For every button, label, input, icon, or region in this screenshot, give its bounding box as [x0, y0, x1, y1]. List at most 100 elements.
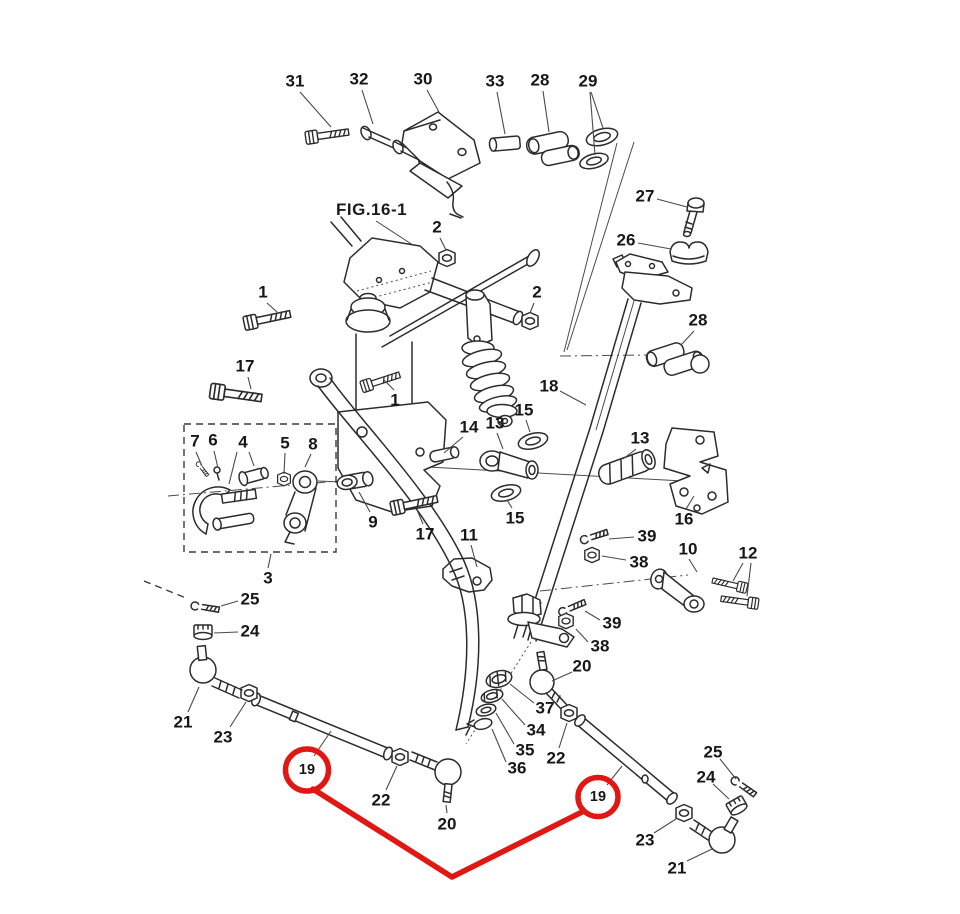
part-label-23a: 23: [214, 728, 233, 747]
part-39-pin-lower: [556, 598, 588, 618]
leader-line-27: [656, 198, 688, 208]
leader-line-1a: [266, 302, 278, 313]
part-label-38b: 38: [591, 637, 610, 656]
part-16-bracket: [663, 427, 729, 515]
part-1-bolt-left: [241, 306, 293, 332]
leader-line-9: [358, 491, 371, 513]
part-37-bearing: [485, 669, 513, 689]
part-23-nut-left: [240, 683, 258, 703]
part-label-19b: 19: [590, 789, 606, 805]
part-21-rod-end-right: [689, 816, 739, 854]
leader-line-34: [501, 698, 526, 726]
part-12-bolts: [710, 574, 760, 611]
part-10-arm: [650, 568, 705, 613]
leader-line-2a: [439, 237, 447, 251]
part-label-18: 18: [540, 377, 559, 396]
part-27-bolt: [682, 197, 705, 238]
leader-line-22b: [558, 722, 568, 749]
part-4-clamp-lever: [192, 466, 269, 535]
part-label-12: 12: [739, 544, 758, 563]
part-label-2b: 2: [532, 283, 541, 302]
part-30-bracket-plate: [401, 111, 481, 219]
part-20-ball-joint-right: [529, 650, 568, 710]
part-label-31: 31: [286, 72, 305, 91]
leader-line-31: [299, 91, 332, 128]
part-31-bolt: [304, 124, 351, 146]
leader-line-15b: [506, 499, 513, 509]
part-14-collar: [429, 446, 460, 463]
part-29-washers: [579, 127, 619, 170]
part-23-nut-right: [675, 803, 693, 823]
leader-line-4: [248, 451, 255, 467]
leader-line-28b: [680, 330, 695, 346]
leader-line-25a: [220, 600, 239, 607]
steering-knuckle-arm: [309, 368, 480, 731]
part-label-39a: 39: [638, 527, 657, 546]
part-label-15b: 15: [506, 509, 525, 528]
highlight-circle-19-left: [282, 746, 332, 794]
part-label-14: 14: [460, 418, 479, 437]
part-15-washer-lower: [488, 481, 524, 505]
leader-line-12: [746, 562, 752, 597]
part-label-1b: 1: [390, 391, 399, 410]
part-34-washer: [480, 688, 504, 704]
part-label-19a: 19: [299, 762, 315, 778]
part-label-39b: 39: [603, 614, 622, 633]
highlight-connector: [310, 786, 587, 880]
part-label-26: 26: [617, 231, 636, 250]
part-15-washer-upper: [515, 429, 551, 453]
leader-line-23a: [229, 701, 247, 728]
part-33-collar: [488, 135, 521, 152]
leader-line-32: [361, 89, 374, 125]
part-label-7: 7: [190, 432, 199, 451]
part-13-bushing-right: [597, 449, 656, 485]
part-label-29: 29: [579, 72, 598, 91]
part-label-6: 6: [208, 431, 217, 450]
part-9-bushing: [336, 471, 374, 491]
leader-line-18: [559, 390, 587, 406]
part-label-25b: 25: [704, 743, 723, 762]
highlight-circle-19-right: [575, 774, 621, 820]
shock-absorber: [345, 289, 518, 428]
leader-line-33: [496, 91, 506, 135]
part-label-20a: 20: [438, 815, 457, 834]
leader-line-22a: [385, 765, 398, 791]
small-parts-box-3: [183, 423, 343, 553]
part-label-34: 34: [527, 721, 546, 740]
leader-line-6: [213, 450, 219, 469]
leader-line-14: [443, 436, 464, 454]
leader-line-11: [470, 544, 478, 568]
part-label-16: 16: [675, 510, 694, 529]
part-13-rod-end-left: [479, 450, 539, 480]
leader-line-38a: [601, 555, 627, 561]
leader-line-21b: [686, 848, 713, 862]
leader-line-23b: [653, 818, 677, 834]
part-28-handlebar-holder-lower: [525, 130, 580, 167]
part-35-washer: [475, 703, 497, 717]
part-24-castle-nut-left: [193, 624, 213, 641]
part-5-nut: [277, 471, 291, 487]
leader-line-21a: [187, 686, 200, 713]
part-25-pin-right: [728, 774, 758, 800]
part-label-1a: 1: [258, 283, 267, 302]
part-label-13a: 13: [486, 414, 505, 433]
leader-line-24b: [712, 783, 730, 800]
part-label-17b: 17: [416, 525, 435, 544]
leader-line-7: [195, 451, 203, 467]
part-label-5: 5: [280, 434, 289, 453]
frame-section: [330, 216, 540, 513]
part-label-4: 4: [238, 433, 248, 452]
part-label-17a: 17: [236, 357, 255, 376]
part-2-nut-upper: [438, 248, 456, 268]
part-19-tie-rod-right: [574, 714, 678, 805]
part-label-3: 3: [263, 569, 272, 588]
highlight-marks: [282, 746, 621, 880]
part-22-nut-right: [560, 703, 578, 723]
part-label-2a: 2: [432, 218, 441, 237]
part-22-nut-left: [391, 747, 409, 767]
leader-line-35: [495, 712, 515, 745]
leader-line-29: [589, 91, 596, 156]
